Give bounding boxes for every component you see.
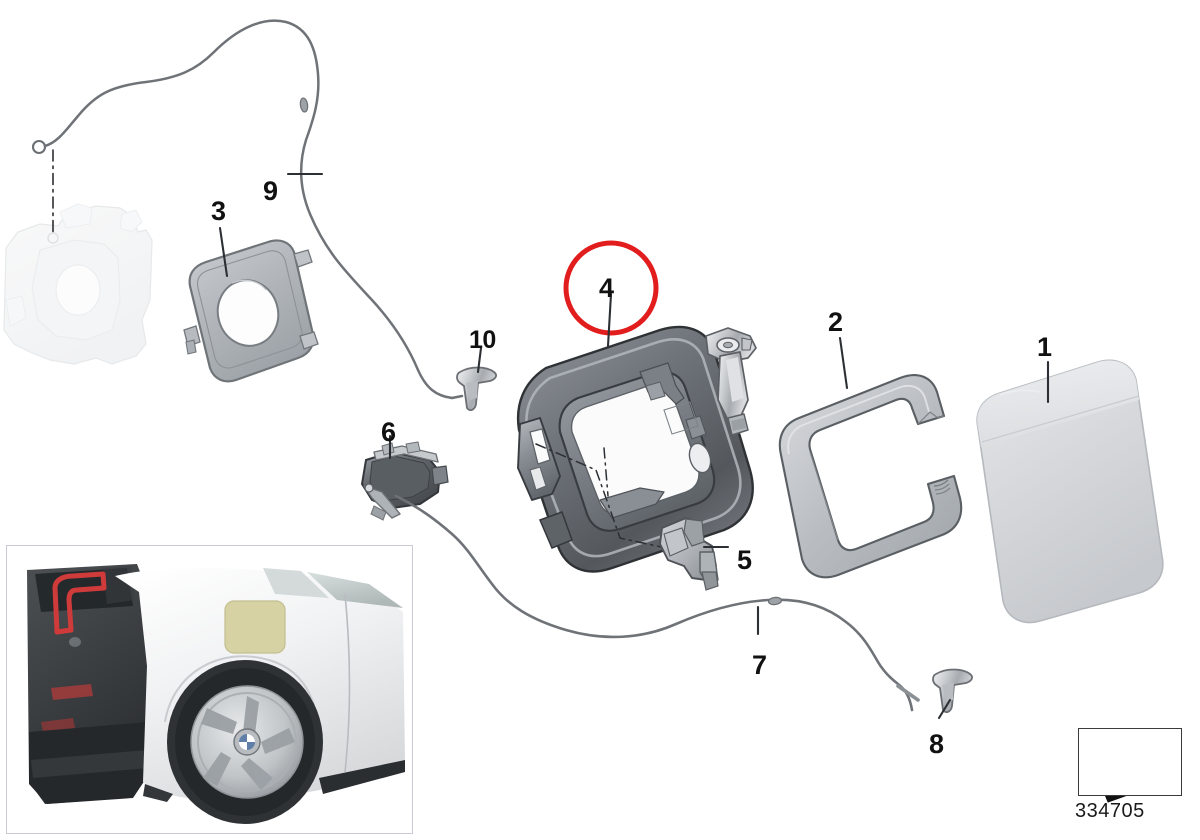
callout-number-2[interactable]: 2 bbox=[828, 307, 843, 337]
callout-number-4[interactable]: 4 bbox=[599, 273, 614, 303]
part-seal-frame[interactable] bbox=[778, 374, 963, 579]
part-flap-lid[interactable] bbox=[976, 359, 1164, 624]
part-emergency-cable[interactable] bbox=[31, 19, 464, 400]
callout-number-5[interactable]: 5 bbox=[737, 545, 752, 575]
diagram-number: 334705 bbox=[1075, 800, 1145, 822]
vehicle-photo-svg bbox=[7, 546, 412, 833]
leader-4 bbox=[606, 292, 613, 348]
callout-number-3[interactable]: 3 bbox=[211, 196, 226, 226]
part-cover-panel[interactable] bbox=[183, 239, 319, 383]
leader-8 bbox=[937, 698, 952, 720]
highlight-ring-callout-4 bbox=[563, 240, 659, 336]
callout-number-9[interactable]: 9 bbox=[263, 176, 278, 206]
leader-10 bbox=[476, 346, 483, 374]
leader-3 bbox=[218, 226, 229, 278]
callout-number-8[interactable]: 8 bbox=[929, 729, 944, 759]
part-filler-housing[interactable] bbox=[516, 325, 757, 573]
leader-2 bbox=[838, 336, 849, 390]
vehicle-rear-quarter-photo bbox=[6, 545, 413, 834]
part-retaining-bracket[interactable] bbox=[659, 517, 719, 591]
cable-ferrule-7 bbox=[767, 596, 783, 606]
part-bowden-cable[interactable] bbox=[394, 494, 920, 712]
cable-ferrule-9 bbox=[299, 97, 309, 113]
callout-number-10[interactable]: 10 bbox=[469, 326, 496, 354]
callout-number-6[interactable]: 6 bbox=[381, 417, 396, 447]
callout-number-7[interactable]: 7 bbox=[752, 650, 767, 680]
housing-to-bracket-leaders bbox=[535, 443, 667, 549]
orientation-box bbox=[1078, 728, 1182, 796]
housing-hinge-pivot bbox=[705, 327, 757, 436]
callout-number-1[interactable]: 1 bbox=[1037, 332, 1052, 362]
part-push-rivet-upper[interactable] bbox=[456, 366, 497, 411]
part-push-rivet-lower[interactable] bbox=[932, 668, 973, 713]
ghosted-latch-assembly bbox=[3, 203, 153, 365]
highlighted-flap-area bbox=[224, 600, 286, 654]
part-lock-actuator[interactable] bbox=[361, 441, 449, 521]
